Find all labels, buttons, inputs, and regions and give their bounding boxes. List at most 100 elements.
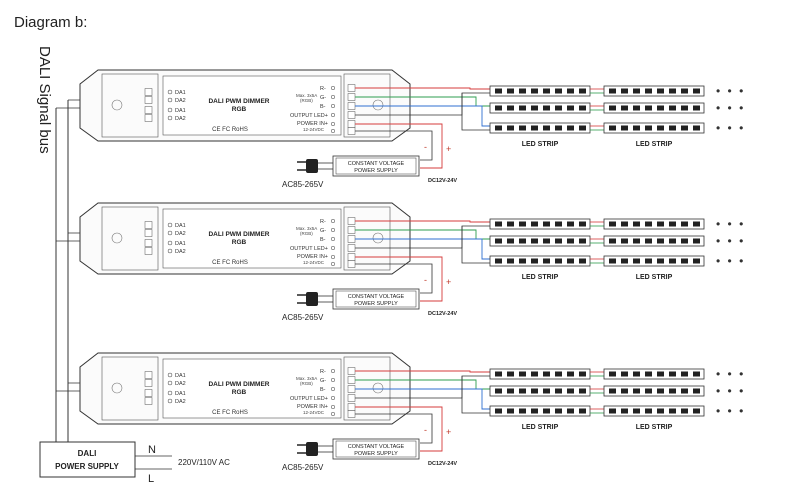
mount-hole bbox=[111, 382, 123, 394]
dc-minus-wire bbox=[355, 413, 433, 444]
input-label: DA2 bbox=[175, 381, 186, 387]
led-chip bbox=[645, 125, 652, 131]
led-chip bbox=[657, 408, 664, 414]
spec-label: Max. 3x5A bbox=[296, 376, 317, 381]
dc-minus-wire bbox=[355, 130, 433, 161]
input-terminal-dot bbox=[167, 248, 173, 254]
led-chip bbox=[579, 105, 586, 111]
led-chip bbox=[693, 371, 700, 377]
led-chip bbox=[669, 258, 676, 264]
led-chip bbox=[681, 125, 688, 131]
led-chip bbox=[567, 258, 574, 264]
color-wire bbox=[355, 105, 490, 127]
led-chip bbox=[579, 88, 586, 94]
psu-line2: POWER SUPPLY bbox=[354, 168, 398, 174]
led-chip bbox=[645, 258, 652, 264]
led-strip bbox=[489, 368, 591, 380]
led-chip bbox=[681, 88, 688, 94]
led-chip bbox=[579, 258, 586, 264]
led-chip bbox=[543, 221, 550, 227]
output-terminal-dot bbox=[330, 236, 336, 242]
out-b-label: B- bbox=[320, 104, 326, 110]
led-chip bbox=[657, 105, 664, 111]
led-chip bbox=[645, 105, 652, 111]
led-chip bbox=[693, 88, 700, 94]
led-chip bbox=[681, 371, 688, 377]
led-chip bbox=[555, 258, 562, 264]
led-chip bbox=[543, 371, 550, 377]
mount-hole bbox=[372, 99, 384, 111]
output-terminal bbox=[347, 102, 356, 110]
input-label: DA2 bbox=[175, 399, 186, 405]
output-terminal-dot bbox=[330, 121, 336, 127]
led-chip bbox=[579, 125, 586, 131]
led-chip bbox=[633, 258, 640, 264]
dc-minus-sign: - bbox=[424, 425, 427, 435]
continuation-dots: • • • bbox=[716, 217, 745, 231]
input-label: DA2 bbox=[175, 116, 186, 122]
output-terminal bbox=[347, 217, 356, 225]
led-chip bbox=[543, 125, 550, 131]
psu-box bbox=[332, 288, 420, 310]
led-chip bbox=[507, 125, 514, 131]
input-terminal bbox=[144, 96, 153, 104]
led-chip bbox=[669, 238, 676, 244]
dc-plus-wire bbox=[355, 406, 443, 452]
led-chip bbox=[507, 258, 514, 264]
out-b-label: B- bbox=[320, 237, 326, 243]
right-terminal-block bbox=[343, 356, 391, 421]
led-chip bbox=[681, 258, 688, 264]
mains-n-label: N bbox=[148, 444, 156, 456]
led-chip bbox=[609, 388, 616, 394]
out-g-label: G- bbox=[320, 378, 326, 384]
led-chip bbox=[507, 371, 514, 377]
led-chip bbox=[657, 125, 664, 131]
led-chip bbox=[645, 238, 652, 244]
led-chip bbox=[579, 371, 586, 377]
ac-plug-body bbox=[306, 292, 318, 306]
output-terminal bbox=[347, 84, 356, 92]
input-label: DA2 bbox=[175, 249, 186, 255]
led-chip bbox=[633, 105, 640, 111]
input-label: DA2 bbox=[175, 231, 186, 237]
input-terminal-dot bbox=[167, 107, 173, 113]
output-terminal-dot bbox=[330, 128, 336, 134]
led-chip bbox=[669, 88, 676, 94]
led-strip-label: LED STRIP bbox=[522, 274, 559, 281]
led-chip bbox=[531, 238, 538, 244]
led-strip bbox=[489, 405, 591, 417]
output-terminal bbox=[347, 226, 356, 234]
out-plus-label: OUTPUT LED+ bbox=[290, 396, 328, 402]
led-chip bbox=[681, 388, 688, 394]
led-chip bbox=[495, 371, 502, 377]
led-chip bbox=[567, 388, 574, 394]
common-wire bbox=[461, 93, 490, 131]
led-chip bbox=[669, 125, 676, 131]
mount-hole bbox=[111, 99, 123, 111]
input-label: DA2 bbox=[175, 98, 186, 104]
input-label: DA1 bbox=[175, 90, 186, 96]
volt-range-label: 12-24VDC bbox=[303, 260, 325, 265]
led-chip bbox=[621, 408, 628, 414]
led-chip bbox=[543, 105, 550, 111]
power-in-label: POWER IN+ bbox=[297, 404, 328, 410]
led-chip bbox=[693, 388, 700, 394]
mains-l-label: L bbox=[148, 473, 154, 485]
out-b-label: B- bbox=[320, 387, 326, 393]
led-chip bbox=[693, 238, 700, 244]
controller-label-panel bbox=[162, 208, 342, 269]
led-chip bbox=[567, 408, 574, 414]
left-terminal-block bbox=[101, 356, 159, 421]
color-wire bbox=[355, 370, 490, 373]
led-chip bbox=[519, 221, 526, 227]
led-chip bbox=[567, 238, 574, 244]
led-chip bbox=[567, 221, 574, 227]
led-strip bbox=[603, 255, 705, 267]
dc-voltage-label: DC12V-24V bbox=[428, 461, 457, 467]
input-terminal-dot bbox=[167, 380, 173, 386]
led-chip bbox=[531, 221, 538, 227]
led-chip bbox=[621, 125, 628, 131]
input-terminal bbox=[144, 397, 153, 405]
